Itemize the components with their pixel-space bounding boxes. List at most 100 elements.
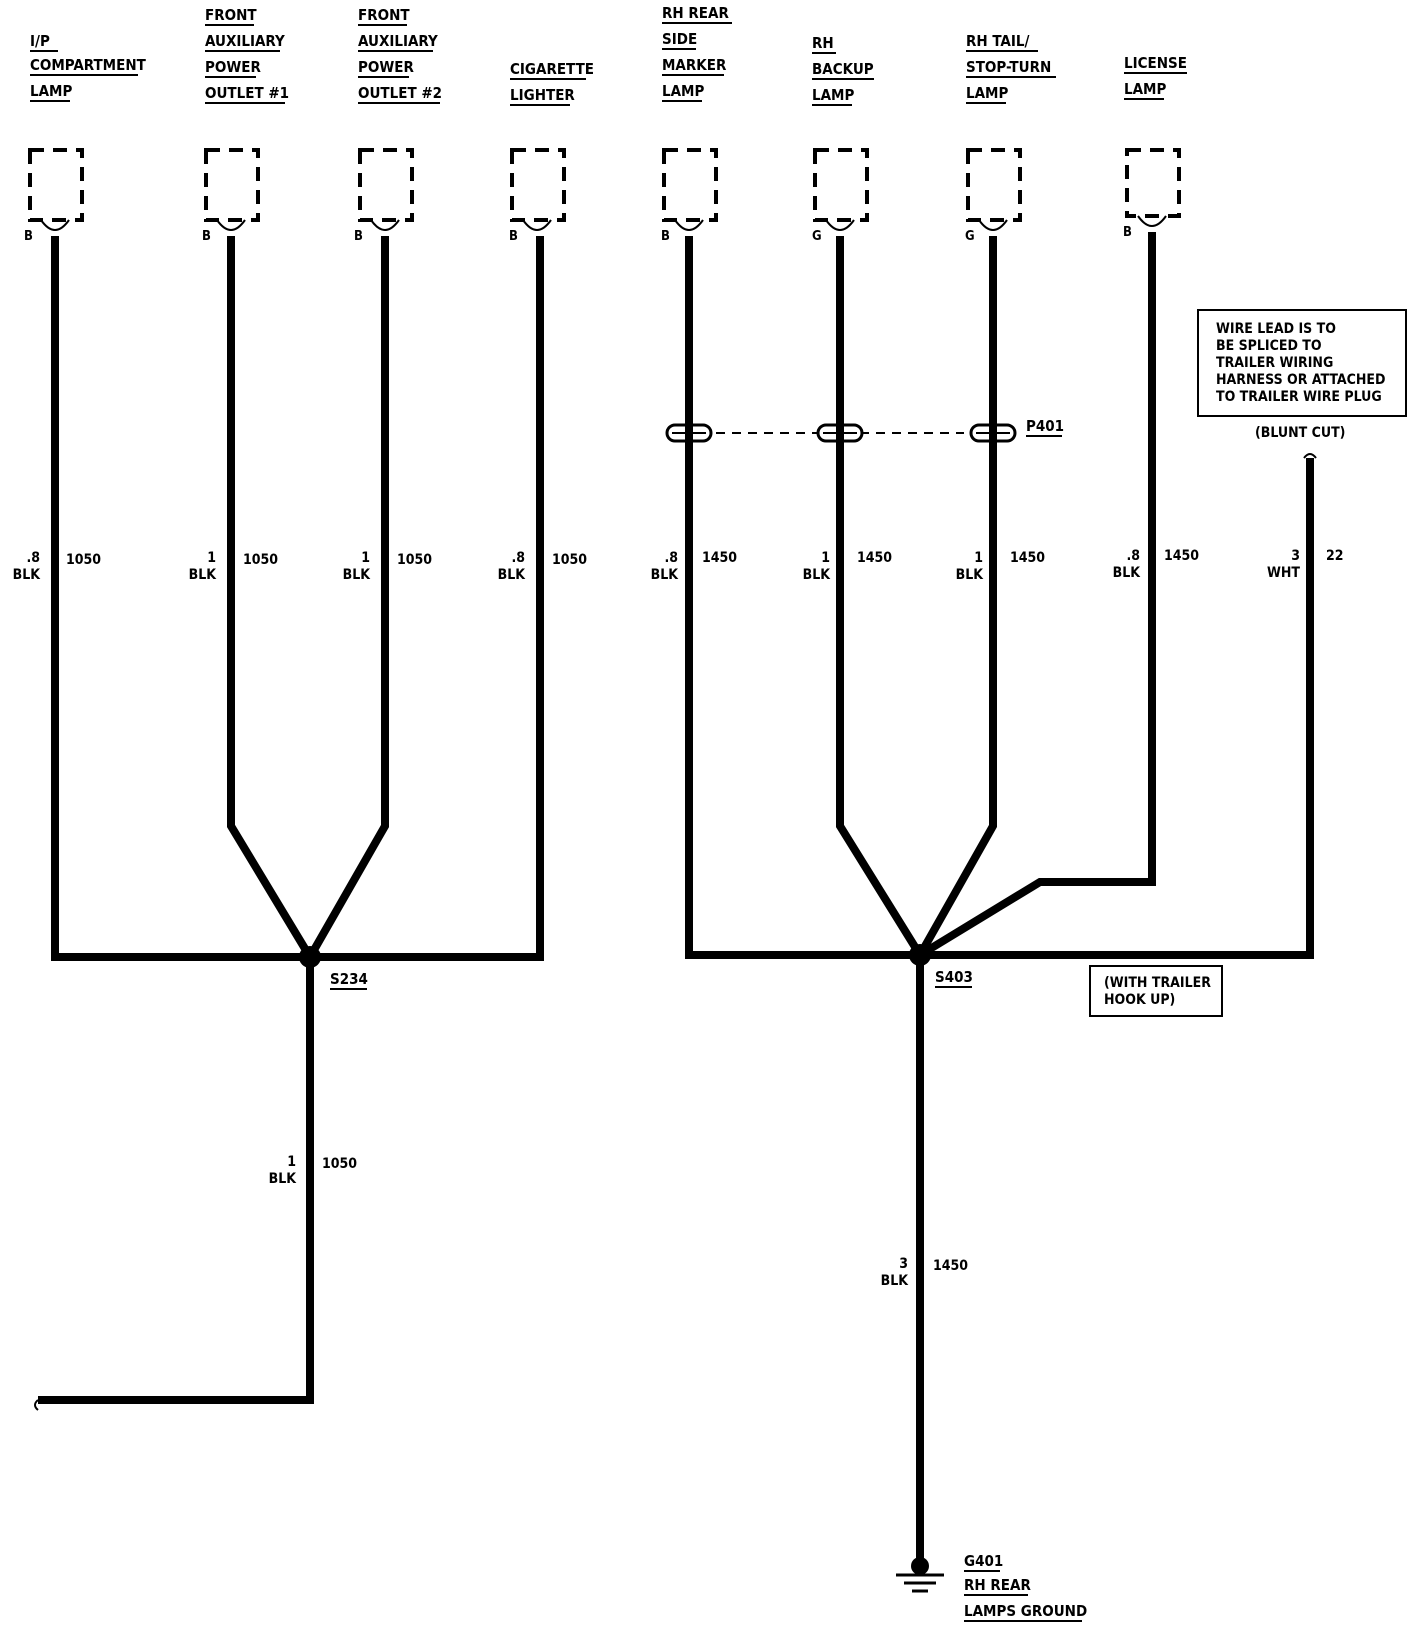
component-front-aux-power-outlet-2: FRONT AUXILIARY POWER OUTLET #2 (358, 6, 442, 104)
connector-pin (816, 416, 864, 450)
component-label-line: LIGHTER (510, 86, 575, 104)
wire-size: 3 (1291, 548, 1300, 564)
wire-color: BLK (343, 567, 372, 583)
wire-size: 1 (821, 550, 830, 566)
component-label-line: FRONT (205, 6, 257, 24)
component-rh-tail-stop-turn-lamp: RH TAIL/ STOP-TURN LAMP (966, 32, 1056, 104)
component-label-line: LAMP (30, 82, 72, 100)
wire-color: BLK (803, 567, 832, 583)
wire-size: .8 (26, 550, 40, 566)
component-ip-compartment-lamp: I/P COMPARTMENT LAMP (30, 32, 147, 102)
trailer-note-box: WIRE LEAD IS TO BE SPLICED TO TRAILER WI… (1197, 309, 1407, 417)
component-box-backup-lamp (813, 148, 869, 231)
note-line: BE SPLICED TO (1216, 338, 1322, 354)
terminal-label: B (202, 229, 211, 244)
ground-g401: G401 RH REAR LAMPS GROUND (896, 1552, 1087, 1622)
wire-circuit: 1450 (857, 550, 892, 566)
splice-label-s403: S403 (935, 968, 973, 986)
component-label-line: LAMP (812, 86, 854, 104)
connector-p401: P401 (665, 416, 1064, 450)
component-box-tail-stop-turn-lamp (966, 148, 1022, 231)
wire-side-marker-lamp (685, 236, 920, 959)
component-front-aux-power-outlet-1: FRONT AUXILIARY POWER OUTLET #1 (205, 6, 289, 104)
wire-trailer-lead (920, 458, 1314, 959)
wire-circuit: 1450 (702, 550, 737, 566)
wire-backup-lamp (836, 236, 924, 958)
component-box-outlet-2 (358, 148, 414, 231)
wire-circuit: 1050 (243, 552, 278, 568)
component-label-line: LAMP (966, 84, 1008, 102)
note-line: TRAILER WIRING (1216, 355, 1333, 371)
wire-size: .8 (511, 550, 525, 566)
wire-color: BLK (881, 1273, 910, 1289)
component-label-line: OUTLET #2 (358, 84, 442, 102)
terminal-label: B (661, 229, 670, 244)
splice-s403-dot (909, 944, 931, 966)
component-label-line: STOP-TURN (966, 58, 1051, 76)
component-label-line: RH TAIL/ (966, 32, 1029, 50)
terminal-label: B (24, 229, 33, 244)
terminal-label: G (812, 229, 822, 244)
wire-size: 1 (974, 550, 983, 566)
note-line: HOOK UP) (1104, 992, 1175, 1008)
wire-circuit: 1050 (397, 552, 432, 568)
wire-circuit: 1050 (552, 552, 587, 568)
component-license-lamp: LICENSE LAMP (1124, 54, 1187, 100)
wire-tail-stop-turn-lamp (916, 236, 997, 957)
component-label-line: POWER (358, 58, 414, 76)
ground-label-line: LAMPS GROUND (964, 1602, 1087, 1620)
wire-outlet-1 (227, 236, 314, 960)
component-label-line: MARKER (662, 56, 727, 74)
component-label-line: RH REAR (662, 4, 729, 22)
wire-group-s234 (34, 236, 544, 1411)
wire-color: BLK (651, 567, 680, 583)
with-trailer-box: (WITH TRAILER HOOK UP) (1089, 965, 1223, 1017)
blunt-cut-label: (BLUNT CUT) (1255, 425, 1345, 441)
ground-label-line: RH REAR (964, 1576, 1031, 1594)
wire-size: 1 (287, 1154, 296, 1170)
component-label-line: POWER (205, 58, 261, 76)
component-label-line: FRONT (358, 6, 410, 24)
wire-circuit: 1050 (66, 552, 101, 568)
terminal-label: G (965, 229, 975, 244)
component-label-line: I/P (30, 32, 50, 50)
component-box-ip-compartment-lamp (28, 148, 84, 231)
ground-dot (911, 1557, 929, 1575)
wire-ip-compartment-lamp (51, 236, 310, 961)
wire-size: .8 (664, 550, 678, 566)
connector-label: P401 (1026, 417, 1064, 435)
note-line: (WITH TRAILER (1104, 975, 1211, 991)
wire-color: BLK (269, 1171, 298, 1187)
terminal-label: B (354, 229, 363, 244)
wire-size: .8 (1126, 548, 1140, 564)
wire-cigarette-lighter (310, 236, 544, 961)
component-label-line: OUTLET #1 (205, 84, 289, 102)
wire-group-s403 (685, 232, 1317, 1558)
wire-circuit: 1450 (1164, 548, 1199, 564)
note-line: WIRE LEAD IS TO (1216, 321, 1336, 337)
wire-color: BLK (498, 567, 527, 583)
component-label-line: LAMP (1124, 80, 1166, 98)
wire-circuit: 1450 (1010, 550, 1045, 566)
connector-pin (969, 416, 1017, 450)
wire-color: BLK (1113, 565, 1142, 581)
wire-size: 1 (207, 550, 216, 566)
component-label-line: AUXILIARY (205, 32, 285, 50)
wire-circuit: 22 (1326, 548, 1344, 564)
wire-color: WHT (1267, 565, 1300, 581)
component-label-line: LICENSE (1124, 54, 1187, 72)
terminal-label: B (509, 229, 518, 244)
component-rh-rear-side-marker-lamp: RH REAR SIDE MARKER LAMP (662, 4, 732, 102)
component-rh-backup-lamp: RH BACKUP LAMP (812, 34, 874, 106)
component-box-side-marker-lamp (662, 148, 718, 231)
wire-s234-trunk (38, 957, 314, 1404)
note-line: TO TRAILER WIRE PLUG (1216, 389, 1382, 405)
wire-outlet-2 (306, 236, 389, 959)
note-line: HARNESS OR ATTACHED (1216, 372, 1386, 388)
wire-circuit: 1050 (322, 1156, 357, 1172)
splice-s234-dot (299, 946, 321, 968)
wire-color: BLK (189, 567, 218, 583)
wire-circuit: 1450 (933, 1258, 968, 1274)
terminal-label: B (1123, 225, 1132, 240)
component-box-outlet-1 (204, 148, 260, 231)
